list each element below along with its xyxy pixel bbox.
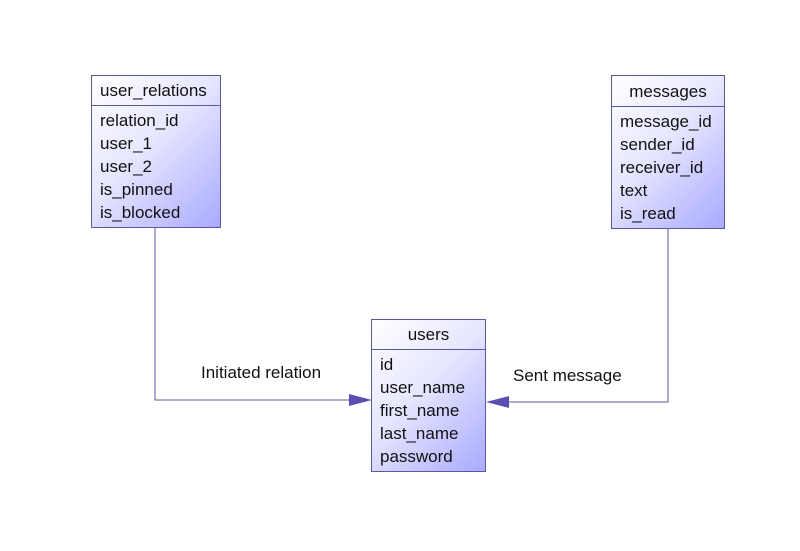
relation-line-initiated: [154, 228, 352, 401]
field-row: password: [380, 447, 453, 466]
field-row: first_name: [380, 401, 460, 420]
field-row: user_name: [380, 378, 466, 397]
field-row: user_1: [100, 134, 152, 153]
field-row: text: [620, 181, 648, 200]
entity-messages[interactable]: messages message_id sender_id receiver_i…: [611, 75, 725, 229]
arrowhead-initiated-icon: [349, 394, 372, 406]
entity-fields: id user_name first_name last_name passwo…: [372, 350, 485, 468]
field-row: last_name: [380, 424, 459, 443]
field-row: id: [380, 355, 394, 374]
entity-title: user_relations: [92, 76, 220, 106]
relation-label-initiated: Initiated relation: [201, 363, 322, 382]
entity-users[interactable]: users id user_name first_name last_name …: [371, 319, 486, 472]
field-row: sender_id: [620, 135, 695, 154]
entity-fields: message_id sender_id receiver_id text is…: [612, 107, 724, 225]
field-row: user_2: [100, 157, 152, 176]
field-row: is_read: [620, 204, 676, 223]
entity-fields: relation_id user_1 user_2 is_pinned is_b…: [92, 106, 220, 224]
field-row: is_pinned: [100, 180, 173, 199]
field-row: is_blocked: [100, 203, 181, 222]
relation-line-sent: [506, 229, 669, 403]
relation-label-sent: Sent message: [513, 366, 622, 385]
arrowhead-sent-icon: [486, 396, 509, 408]
entity-title: users: [372, 320, 485, 350]
field-row: message_id: [620, 112, 712, 131]
field-row: receiver_id: [620, 158, 704, 177]
field-row: relation_id: [100, 111, 179, 130]
entity-title: messages: [612, 76, 724, 107]
entity-user-relations[interactable]: user_relations relation_id user_1 user_2…: [91, 75, 221, 228]
